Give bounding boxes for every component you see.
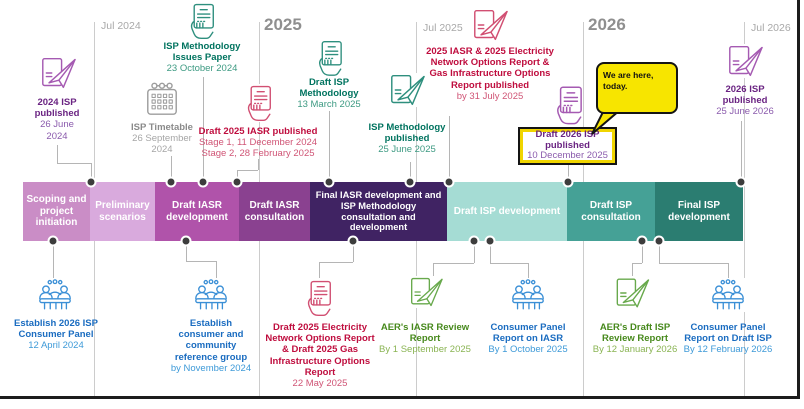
timeline-dot [347, 235, 359, 247]
milestone-aer-iasr-review-report: AER's IASR Review Report By 1 September … [379, 322, 471, 356]
connector [741, 121, 742, 182]
milestone-establish-2026-isp-consumer-panel: Establish 2026 ISP Consumer Panel 12 Apr… [14, 318, 98, 352]
connector [642, 242, 643, 263]
milestone-isp-methodology-published: ISP Methodology published 25 June 2025 [368, 122, 446, 156]
timeline-dot [484, 235, 496, 247]
connector [474, 242, 475, 263]
connector [449, 116, 450, 182]
timeline-dot [443, 176, 455, 188]
axis-label-2026: 2026 [588, 15, 626, 34]
connector [237, 170, 238, 182]
connector [659, 242, 660, 263]
milestone-draft-2025-network-gas-options-reports: Draft 2025 Electricity Network Options R… [265, 322, 375, 390]
phase-draft-iasr-consultation: Draft IASR consultation [239, 182, 310, 241]
connector [659, 263, 728, 264]
timeline-dot [562, 176, 574, 188]
timeline-dot [180, 235, 192, 247]
milestone-isp-timetable: ISP Timetable 26 September 2024 [131, 122, 193, 156]
timeline-dot [468, 235, 480, 247]
connector [319, 262, 353, 263]
connector [353, 242, 354, 262]
connector [171, 156, 172, 182]
gridline-jul-2026 [744, 22, 745, 396]
connector [490, 263, 528, 264]
document-paper-plane-icon [725, 44, 765, 78]
timeline-dot [231, 176, 243, 188]
connector [203, 77, 204, 182]
axis-label-jul-2024: Jul 2024 [101, 20, 141, 32]
document-paper-plane-icon [407, 276, 445, 308]
timeline-dot [653, 235, 665, 247]
connector [57, 145, 58, 163]
timeline-dot [404, 176, 416, 188]
connector [329, 111, 330, 182]
connector [433, 263, 474, 264]
screenshot-border-bottom [0, 396, 799, 399]
milestone-isp-methodology-issues-paper: ISP Methodology Issues Paper 23 October … [163, 41, 241, 75]
milestone-2026-isp-published: 2026 ISP published 25 June 2026 [716, 84, 774, 118]
phase-draft-isp-development: Draft ISP development [447, 182, 567, 241]
phase-scoping-project-initiation: Scoping and project initiation [23, 182, 90, 241]
timeline-dot [47, 235, 59, 247]
milestone-aer-draft-isp-review-report: AER's Draft ISP Review Report By 12 Janu… [592, 322, 678, 356]
document-in-hand-icon [246, 84, 272, 122]
document-in-hand-icon [306, 278, 332, 318]
axis-label-2025: 2025 [264, 15, 302, 34]
milestone-draft-2025-iasr-published: Draft 2025 IASR published Stage 1, 11 De… [198, 126, 318, 160]
connector [528, 263, 529, 278]
timeline-dot [735, 176, 747, 188]
connector [568, 165, 569, 182]
connector [410, 162, 411, 182]
connector [237, 170, 258, 171]
phase-preliminary-scenarios: Preliminary scenarios [90, 182, 155, 241]
timeline-dot [165, 176, 177, 188]
axis-label-jul-2025: Jul 2025 [423, 22, 463, 34]
consumer-panel-people-icon [509, 278, 547, 312]
phase-final-iasr-development: Final IASR development and ISP Methodolo… [310, 182, 447, 241]
consumer-panel-people-icon [709, 278, 747, 312]
connector [186, 242, 187, 261]
connector [216, 261, 217, 278]
consumer-panel-people-icon [192, 278, 230, 312]
document-in-hand-icon [317, 40, 343, 76]
connector [490, 242, 491, 263]
connector [632, 263, 633, 278]
axis-label-jul-2026: Jul 2026 [751, 22, 791, 34]
connector [319, 262, 320, 278]
milestone-establish-consumer-community-reference-group: Establish consumer and community referen… [170, 318, 252, 374]
document-paper-plane-icon [613, 276, 651, 310]
connector [91, 163, 92, 182]
connector [632, 263, 642, 264]
phase-final-isp-development: Final ISP development [655, 182, 743, 241]
document-paper-plane-icon [470, 8, 510, 42]
connector [53, 242, 54, 278]
connector [186, 261, 216, 262]
timeline-dot [197, 176, 209, 188]
connector [258, 159, 259, 170]
connector [433, 263, 434, 278]
timeline-dot [85, 176, 97, 188]
timeline-dot [636, 235, 648, 247]
timeline-dot [323, 176, 335, 188]
document-in-hand-icon [555, 85, 583, 125]
phase-draft-isp-consultation: Draft ISP consultation [567, 182, 655, 241]
connector [728, 263, 729, 278]
consumer-panel-people-icon [36, 278, 74, 312]
screenshot-border-right [797, 0, 800, 399]
milestone-draft-isp-methodology: Draft ISP Methodology 13 March 2025 [297, 77, 361, 111]
milestone-2025-iasr-options-reports-published: 2025 IASR & 2025 Electricity Network Opt… [426, 46, 554, 102]
document-paper-plane-icon [38, 56, 78, 90]
milestone-2024-isp-published: 2024 ISP published 26 June 2024 [34, 97, 80, 142]
milestone-draft-2026-isp-published-highlight-box: Draft 2026 ISP published 10 December 202… [518, 127, 617, 165]
we-are-here-callout: We are here, today. [596, 62, 678, 114]
phase-draft-iasr-development: Draft IASR development [155, 182, 239, 241]
document-paper-plane-icon [387, 73, 427, 107]
document-in-hand-icon [189, 2, 215, 40]
milestone-consumer-panel-report-on-draft-isp: Consumer Panel Report on Draft ISP By 12… [683, 322, 773, 356]
connector [57, 163, 91, 164]
milestone-consumer-panel-report-on-iasr: Consumer Panel Report on IASR By 1 Octob… [488, 322, 568, 356]
calendar-icon [143, 81, 181, 117]
